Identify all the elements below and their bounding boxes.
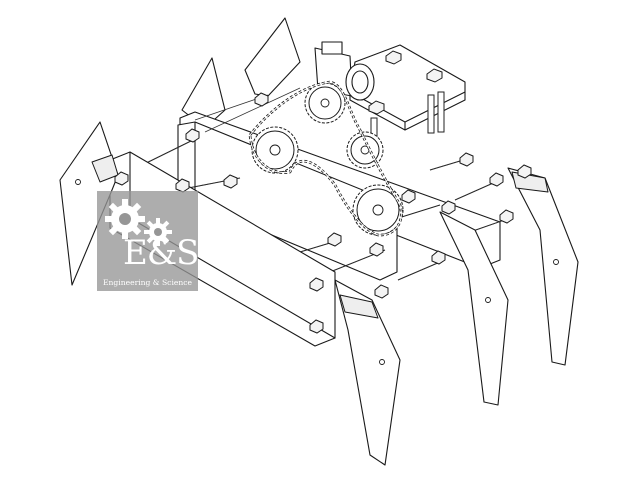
drive-chain bbox=[248, 80, 403, 237]
watermark-caption: Engineering & Science bbox=[102, 278, 192, 287]
gear-icon bbox=[144, 218, 172, 246]
sprocket-bottom bbox=[352, 184, 404, 236]
sprocket-left bbox=[251, 126, 299, 174]
back-left-leg bbox=[181, 17, 301, 129]
watermark-logo: E&S Engineering & Science bbox=[97, 191, 199, 291]
front-right-leg bbox=[334, 279, 401, 466]
sprocket-top bbox=[304, 82, 346, 124]
gear-icon bbox=[105, 199, 145, 239]
hex-nuts bbox=[114, 92, 532, 334]
middle-right-leg bbox=[439, 211, 509, 406]
watermark-mark: E&S bbox=[123, 233, 199, 273]
back-right-leg bbox=[507, 167, 579, 366]
